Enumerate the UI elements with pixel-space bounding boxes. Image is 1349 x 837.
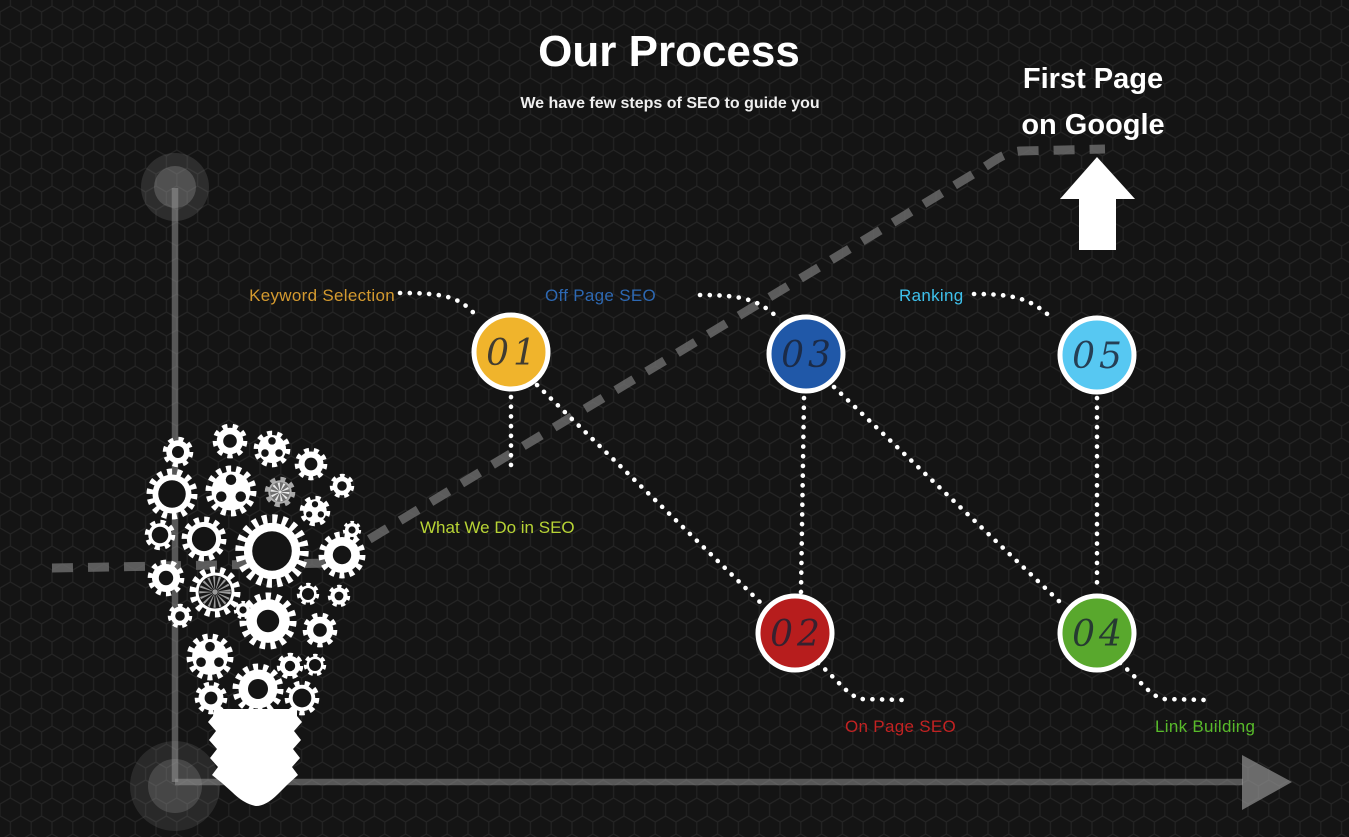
axis-top-glow [141,153,209,221]
gear-icon [144,519,176,551]
gear-icon [327,584,351,608]
step-04-circle [1057,593,1137,673]
step-01-circle [471,312,551,392]
label-off-page-seo: Off Page SEO [545,286,656,305]
up-arrow-icon [1060,157,1135,250]
page-subtitle: We have few steps of SEO to guide you [520,95,819,112]
step-05: 05 [1057,315,1137,395]
step-03: 03 [766,314,846,394]
gear-icon [329,473,355,499]
axis-corner-glow [130,741,220,831]
gear-icon [284,680,320,716]
gear-icon [189,566,241,618]
gear-icon [302,612,338,648]
step-01-number: 01 [486,333,540,374]
gear-icon [264,476,296,508]
gear-icon [303,653,327,677]
dotted-connectors [397,290,1211,703]
page-title: Our Process [538,27,800,76]
connector-02-to-onpage [815,660,909,703]
gear-icon [318,531,366,579]
gear-lightbulb [144,423,366,806]
connector-keyword-to-01 [397,290,481,321]
goal-text-line2: on Google [1021,109,1164,141]
label-ranking: Ranking [899,286,963,305]
gear-icon [181,516,227,562]
label-what-we-do-in-seo: What We Do in SEO [420,518,575,537]
step-02: 02 [755,593,835,673]
label-on-page-seo: On Page SEO [845,717,956,736]
step-03-circle [766,314,846,394]
gear-cluster [144,423,366,716]
gear-icon [194,681,228,715]
goal-text-line1: First Page [1023,63,1163,95]
connector-04-to-linkbuilding [1117,660,1211,703]
step-05-circle [1057,315,1137,395]
gear-icon [276,652,304,680]
gear-icon [253,430,291,468]
label-link-building: Link Building [1155,717,1255,736]
gear-icon [212,423,248,459]
gear-icon [235,514,309,588]
step-03-number: 03 [781,335,835,376]
step-05-number: 05 [1072,336,1126,377]
axis-corner-knob [148,759,202,813]
gear-icon [167,603,193,629]
gear-icon [232,663,284,715]
connector-ranking-to-05 [971,291,1056,322]
gear-icon [342,520,362,540]
trend-dashed-line [51,144,1106,573]
gear-icon [205,465,257,517]
gear-icon [299,495,331,527]
connector-03-to-02 [798,395,807,595]
step-04-number: 04 [1072,614,1126,655]
gear-icon [147,559,185,597]
bulb-base [208,709,302,806]
connector-offpage-to-03 [697,292,783,323]
gear-icon [239,592,297,650]
step-01: 01 [471,312,551,392]
step-04: 04 [1057,593,1137,673]
step-02-circle [755,593,835,673]
axis-top-knob [154,166,196,208]
gear-icon [233,600,253,620]
x-axis-arrowhead-icon [1242,755,1292,810]
gear-icon [146,468,198,520]
gear-icon [186,633,234,681]
gear-icon [294,447,328,481]
connector-03-to-04 [831,384,1065,607]
label-keyword-selection: Keyword Selection [249,286,395,305]
gear-icon [296,582,320,606]
gear-icon [162,436,194,468]
step-02-number: 02 [770,614,824,655]
